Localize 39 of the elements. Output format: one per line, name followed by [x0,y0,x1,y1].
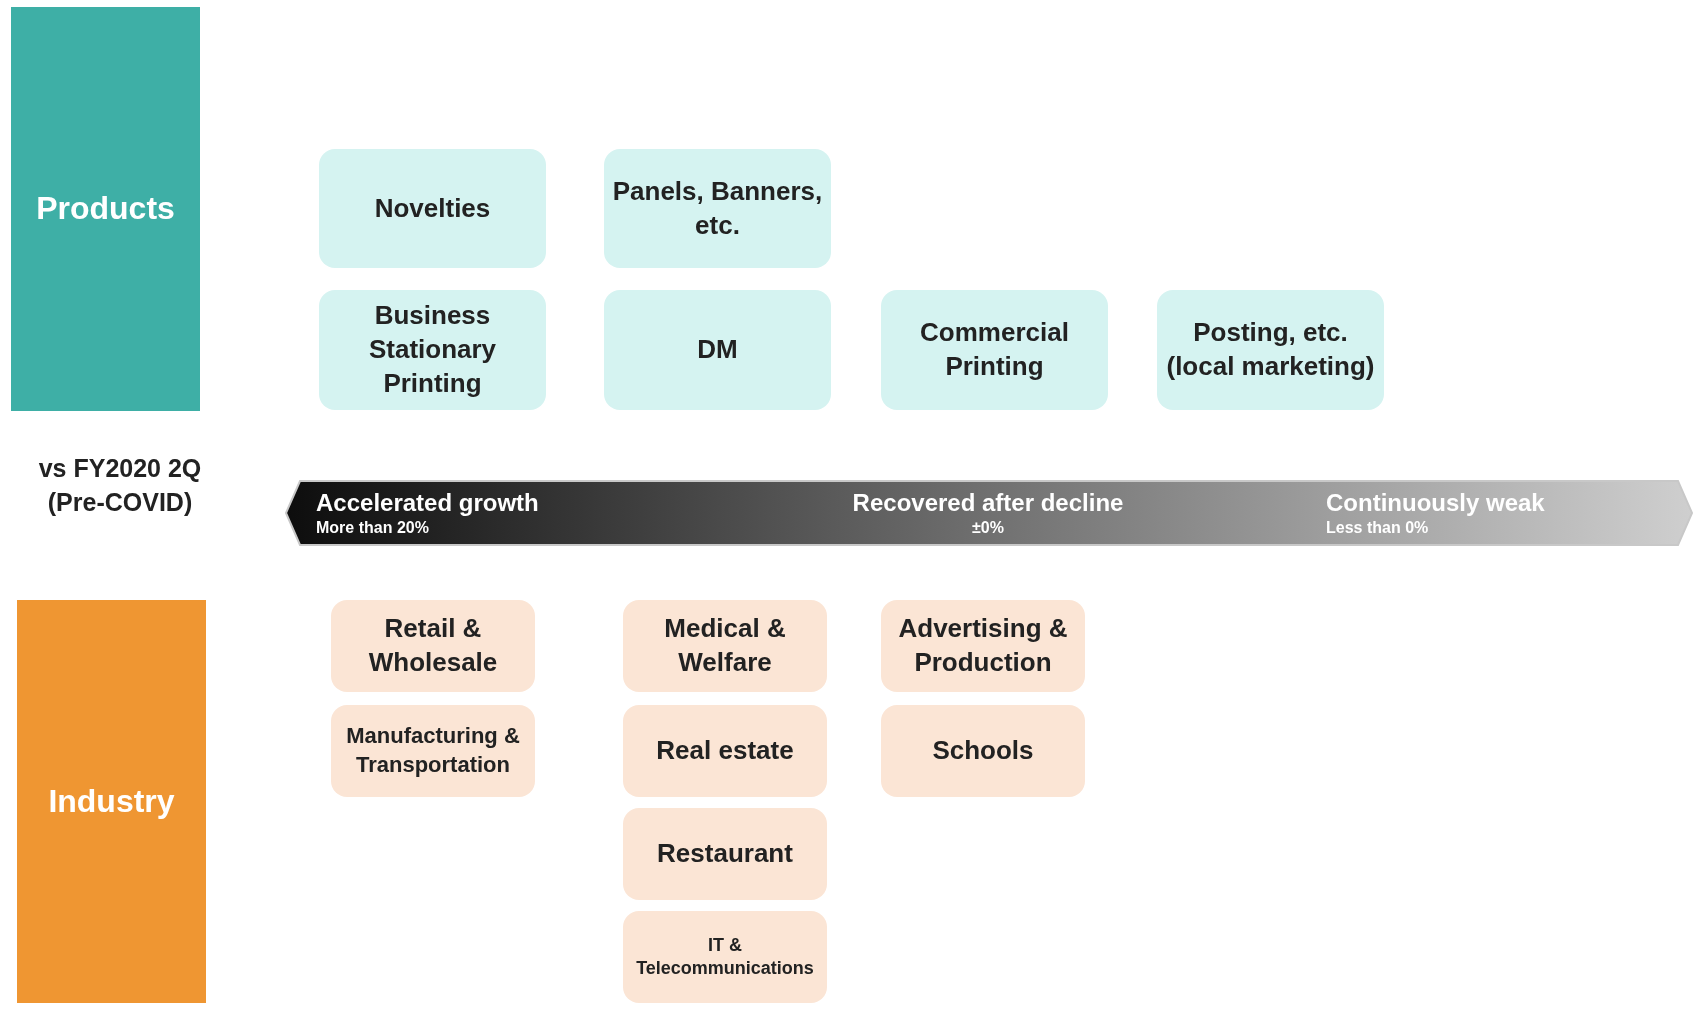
industry-box [623,911,827,1003]
box-label: Industry [48,781,175,821]
box-label: Manufacturing & Transportation [345,722,521,779]
product-box [604,290,831,410]
industry-box [623,600,827,692]
industry-box [623,705,827,797]
product-box [881,290,1108,410]
scale-value: ±0% [972,518,1004,538]
box-label: IT & Telecommunications [635,933,815,980]
scale-value: More than 20% [316,518,429,538]
scale-heading: Recovered after decline [852,488,1124,518]
category-bar [11,7,200,411]
box-label: Products [36,189,175,229]
scale-heading: Continuously weak [1326,488,1545,518]
industry-box [881,600,1085,692]
product-box [319,149,546,268]
box-label: Restaurant [657,837,793,871]
scale-heading: Accelerated growth [316,488,539,518]
box-label: Schools [932,734,1034,768]
box-label: Advertising & Production [897,612,1069,679]
box-label: Commercial Printing [919,316,1070,383]
industry-box [881,705,1085,797]
comparison-label: vs FY2020 2Q (Pre-COVID) [37,453,203,518]
box-label: DM [697,333,738,367]
box-label: Novelties [374,191,491,225]
box-label: Panels, Banners, etc. [612,174,823,242]
product-box [319,290,546,410]
box-label: Real estate [656,734,794,768]
box-label: Retail & Wholesale [367,612,499,679]
industry-box [331,600,535,692]
box-label: Medical & Welfare [663,612,787,679]
industry-box [623,808,827,900]
scale-value: Less than 0% [1326,518,1429,538]
box-label: Posting, etc. (local marketing) [1165,316,1376,383]
category-bar [17,600,206,1003]
product-box [1157,290,1384,410]
product-box [604,149,831,268]
industry-box [331,705,535,797]
box-label: Business Stationary Printing [367,299,498,400]
